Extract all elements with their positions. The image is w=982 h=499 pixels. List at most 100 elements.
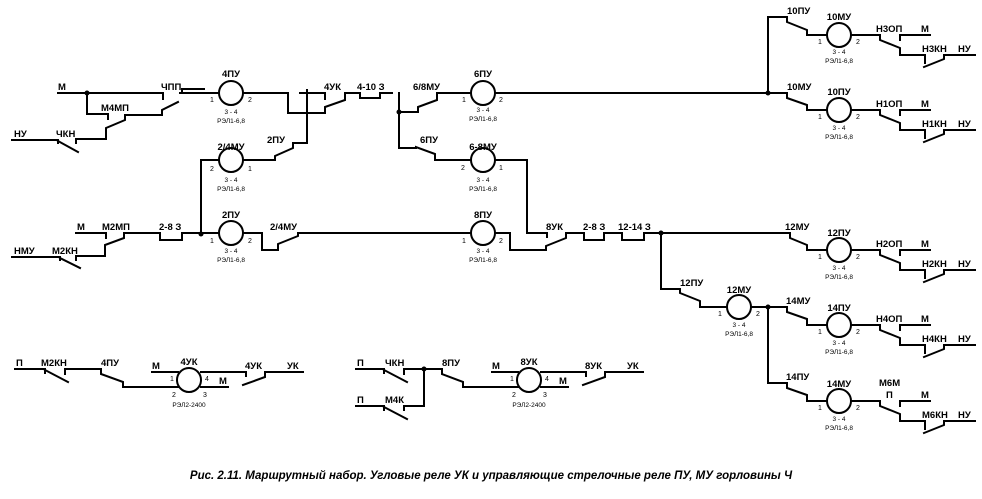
label: М6КН <box>922 410 948 421</box>
pin-label: 1 <box>210 97 214 104</box>
label: 6ПУ <box>420 135 438 146</box>
pin-label: 1 <box>718 311 722 318</box>
label: НУ <box>958 259 971 270</box>
label: 10ПУ <box>787 6 810 17</box>
label: 8ПУ <box>442 358 460 369</box>
relay-name: 4ПУ <box>222 69 240 80</box>
label: Н1КН <box>922 119 947 130</box>
label: М <box>559 376 567 387</box>
wire <box>243 92 326 114</box>
pin-label: 2 <box>856 329 860 336</box>
label: НУ <box>958 410 971 421</box>
circuit-8uk: 8УК 1 4 2 3 РЭЛ2-2400 П ЧКН П М4К 8ПУ М … <box>355 357 644 421</box>
wire <box>14 368 46 374</box>
pin-label: 3 <box>203 392 207 399</box>
relay-4pu: 4ПУ 1 2 3 - 4 РЭЛ1-6,8 <box>210 69 252 125</box>
pin-label: 2 <box>856 39 860 46</box>
label: Н2КН <box>922 259 947 270</box>
relay-coil <box>218 220 244 246</box>
contact-8uk <box>581 371 644 387</box>
relay-type: РЭЛ1-6,8 <box>825 134 853 141</box>
relay-pins: 3 - 4 <box>224 109 237 116</box>
relay-pins: 3 - 4 <box>832 416 845 423</box>
label: М2КН <box>52 246 78 257</box>
relay-name: 10МУ <box>827 12 851 23</box>
wire <box>495 159 548 238</box>
label: Н3КН <box>922 44 947 55</box>
wire <box>86 92 109 120</box>
relay-type: РЭЛ1-6,8 <box>825 425 853 432</box>
label: Н4КН <box>922 334 947 345</box>
label: ЧКН <box>56 129 75 140</box>
label: 10МУ <box>787 82 811 93</box>
label: НУ <box>958 119 971 130</box>
label: М4МП <box>101 103 129 114</box>
label: М <box>58 82 66 93</box>
relay-10mu: 10МУ 1 2 3 - 4 РЭЛ1-6,8 <box>818 12 860 65</box>
pin-label: 1 <box>818 39 822 46</box>
wire <box>11 139 59 144</box>
relay-type: РЭЛ1-6,8 <box>825 349 853 356</box>
relay-type: РЭЛ1-6,8 <box>469 257 497 264</box>
pin-label: 2 <box>756 311 760 318</box>
label: М2МП <box>102 222 130 233</box>
relay-name: 2/4МУ <box>217 142 244 153</box>
circuit-4uk: 4УК 1 4 2 3 РЭЛ2-2400 П М2КН 4ПУ М М 4УК… <box>14 357 304 409</box>
pin-label: 1 <box>462 97 466 104</box>
contact-m6kn <box>922 420 976 435</box>
relay-name: 14ПУ <box>827 303 850 314</box>
label: 14МУ <box>786 296 810 307</box>
relay-12pu: 12ПУ 1 2 3 - 4 РЭЛ1-6,8 <box>818 228 860 281</box>
label: НУ <box>958 44 971 55</box>
contact-12pu <box>660 232 728 308</box>
label: 4-10 З <box>357 82 385 93</box>
relay-type: РЭЛ1-6,8 <box>217 118 245 125</box>
relay-pins: 3 - 4 <box>476 177 489 184</box>
relay-type: РЭЛ2-2400 <box>172 402 206 409</box>
relay-name: 4УК <box>181 357 198 368</box>
wire <box>75 232 107 239</box>
contact-chkn <box>56 139 80 154</box>
pin-label: 1 <box>499 165 503 172</box>
relay-pins: 3 - 4 <box>832 265 845 272</box>
relay-coil <box>826 237 852 263</box>
relay-pins: 3 - 4 <box>224 248 237 255</box>
contact-m2kn <box>58 256 82 270</box>
contact-10pu <box>767 16 827 36</box>
pin-label: 1 <box>248 166 252 173</box>
contact-n1kn <box>922 129 976 144</box>
relay-24mu: 2/4МУ 2 1 3 - 4 РЭЛ1-6,8 <box>210 142 252 193</box>
relay-pins: 3 - 4 <box>832 49 845 56</box>
relay-coil <box>470 220 496 246</box>
circuit-10: 10ПУ 10МУ Н3ОП М Н3КН НУ Н1ОП М Н1КН НУ <box>765 6 976 144</box>
contact-24mu <box>243 232 471 251</box>
relay-name: 14МУ <box>827 379 851 390</box>
pin-label: 2 <box>172 392 176 399</box>
relay-coil <box>218 80 244 106</box>
relay-name: 12ПУ <box>827 228 850 239</box>
pin-label: 4 <box>545 376 549 383</box>
relay-name: 2ПУ <box>222 210 240 221</box>
label: НУ <box>958 334 971 345</box>
relay-name: 12МУ <box>727 285 751 296</box>
pin-label: 2 <box>512 392 516 399</box>
label: П <box>886 390 893 401</box>
contact-m4k <box>382 405 409 421</box>
relay-name: 6-8МУ <box>469 142 497 153</box>
wire <box>299 92 326 100</box>
wire <box>200 159 219 235</box>
contact-n3kn <box>922 54 976 69</box>
label: М <box>219 376 227 387</box>
wire <box>899 109 931 116</box>
contact-n2op <box>851 249 926 279</box>
contact-m4mp <box>75 100 180 144</box>
label: М2КН <box>41 358 67 369</box>
label: 2-8 З <box>583 222 605 233</box>
relay-name: 8УК <box>521 357 538 368</box>
contact-68mu <box>398 92 471 113</box>
relay-14pu: 14ПУ 1 2 3 - 4 РЭЛ1-6,8 <box>818 303 860 356</box>
relay-name: 10ПУ <box>827 87 850 98</box>
label: ЧКН <box>385 358 404 369</box>
label: М <box>921 314 929 325</box>
